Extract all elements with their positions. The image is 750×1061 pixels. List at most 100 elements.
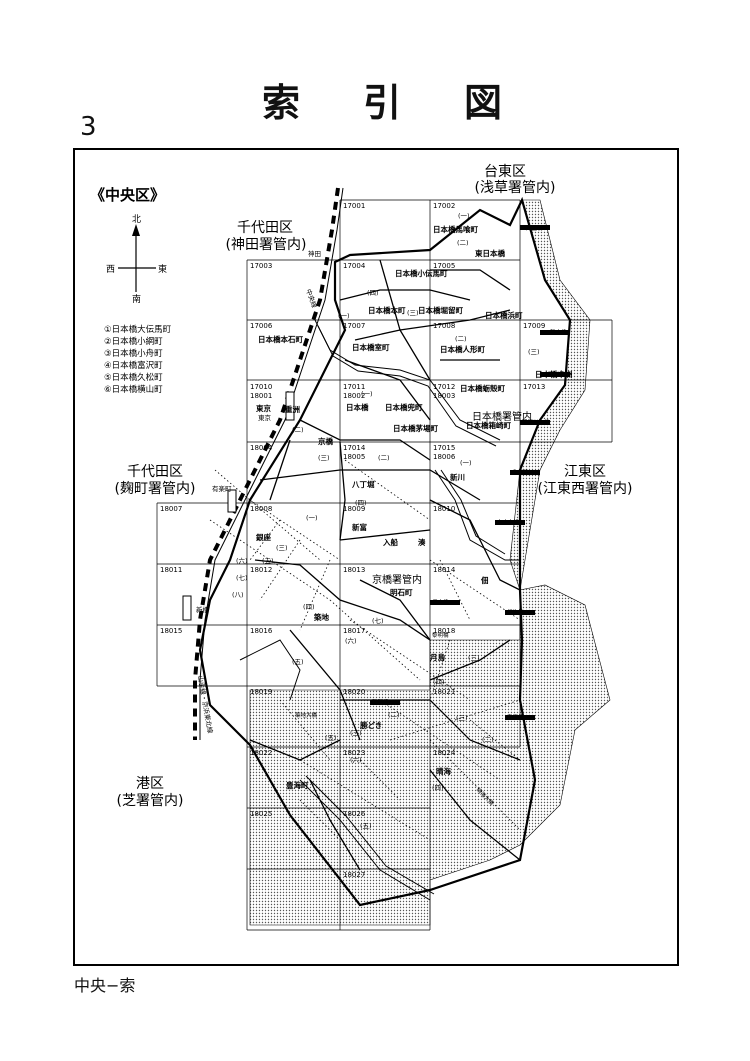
station-label: 新橋 [196, 605, 210, 614]
canal [239, 319, 520, 901]
compass-north: 北 [132, 214, 141, 225]
compass-west: 西 [106, 264, 115, 275]
neighbor-chiyoda-north-name: 千代田区 [237, 220, 293, 236]
ward-name: 《中央区》 [90, 186, 165, 204]
section-label: (三) [350, 729, 362, 737]
police-jurisdiction: 日本橋署管内 [472, 410, 532, 423]
station-label: 有楽町 [212, 484, 232, 493]
section-label: (三) [456, 714, 468, 722]
page-number: 3 [80, 112, 97, 142]
district-label: 日本橋 [346, 402, 369, 412]
grid-code: 18013 [343, 566, 365, 574]
legend-item: ②日本橋小網町 [104, 336, 163, 347]
section-label: (七) [236, 573, 248, 582]
line-label: 中央線 [304, 288, 319, 310]
district-label: 日本橋箱崎町 [466, 420, 511, 430]
district-label: 月島 [429, 652, 445, 662]
district-label: 湊 [418, 537, 426, 547]
compass-south: 南 [132, 293, 141, 305]
bridge-label: 隅田川大橋 [522, 418, 550, 426]
section-label: (二) [482, 736, 494, 744]
legend-item: ③日本橋小舟町 [104, 348, 163, 359]
grid-code: 17005 [433, 262, 455, 270]
district-label: 日本橋茅場町 [393, 423, 438, 433]
district-label: 日本橋馬喰町 [433, 224, 478, 234]
section-label: (三) [528, 348, 540, 356]
section-label: (六) [345, 636, 357, 645]
section-label: (七) [372, 616, 384, 625]
bridge-label: 新大橋 [550, 328, 567, 336]
bridge-label: 築地大橋 [295, 711, 318, 719]
grid-code: 18003 [433, 392, 455, 400]
section-label: (三) [407, 309, 419, 317]
section-label: (一) [306, 514, 318, 522]
compass-east: 東 [158, 263, 167, 275]
district-label: 新富 [352, 522, 367, 532]
district-label: 日本橋人形町 [440, 344, 485, 354]
section-label: (五) [325, 734, 337, 742]
bridge-label: 中央大橋 [497, 518, 520, 526]
grid-code: 18012 [250, 566, 272, 574]
section-label: (八) [232, 591, 244, 599]
section-label: (二) [388, 711, 400, 719]
neighbor-koto-police: (江東西署管内) [538, 481, 633, 497]
grid-code: 18001 [250, 392, 272, 400]
town-boundaries [249, 259, 521, 871]
grid-code: 18022 [250, 749, 272, 757]
section-label: (三) [276, 544, 288, 552]
grid-code: 18025 [250, 810, 272, 818]
bridge-label: 春海橋 [507, 713, 524, 721]
neighbor-minato-name: 港区 [136, 776, 164, 792]
bridge-label: 勝鬨橋 [372, 698, 389, 706]
legend-item: ⑤日本橋久松町 [104, 372, 163, 383]
section-label: (五) [360, 822, 372, 830]
section-label: (五) [292, 658, 304, 666]
station-label: 東京 [258, 413, 272, 422]
district-label: 晴海 [436, 766, 451, 776]
legend-item: ⑥日本橋横山町 [104, 384, 163, 395]
district-label: 日本橋蛎殻町 [460, 383, 505, 393]
district-label: 佃 [480, 575, 489, 585]
district-label: 日本橋本町 [368, 305, 406, 315]
section-label: (二) [457, 239, 469, 247]
legend-item: ④日本橋富沢町 [104, 360, 163, 371]
grid-code: 18021 [433, 688, 455, 696]
bridge-label: 両国橋 [526, 224, 543, 232]
grid-code: 17003 [250, 262, 272, 270]
grid-code: 17009 [523, 322, 545, 330]
section-label: (一) [361, 390, 373, 398]
section-label: (三) [468, 654, 480, 662]
section-label: (一) [460, 459, 472, 467]
neighbor-taito-police: (浅草署管内) [475, 180, 556, 196]
ward-boundary [198, 196, 572, 907]
section-label: (三) [318, 454, 330, 462]
neighbor-koto-name: 江東区 [564, 464, 606, 480]
grid-code: 17011 [343, 383, 365, 391]
district-label: 東日本橋 [475, 248, 505, 258]
bridge-label: 佃大橋 [432, 598, 449, 606]
district-label: 日本橋浜町 [485, 310, 523, 320]
grid-code: 17001 [343, 202, 365, 210]
grid-code: 18020 [343, 688, 365, 696]
grid-code: 18005 [343, 453, 365, 461]
section-label: (一) [458, 212, 470, 220]
district-label: 入船 [382, 537, 398, 547]
district-label: 銀座 [255, 532, 271, 542]
grid-code: 18006 [433, 453, 456, 461]
railway [182, 187, 344, 740]
grid-code: 18026 [343, 810, 366, 818]
neighbor-chiyoda-north-police: (神田署管内) [226, 237, 307, 253]
grid-code: 18024 [433, 749, 456, 757]
legend-item: ①日本橋大伝馬町 [104, 324, 172, 335]
section-label: (二) [378, 454, 390, 462]
grid-code: 17012 [433, 383, 455, 391]
section-label: (四) [433, 678, 445, 686]
grid-code: 18014 [433, 566, 456, 574]
grid-code: 17014 [343, 444, 366, 452]
grid-code: 18017 [343, 627, 365, 635]
compass-rose [118, 224, 156, 292]
grid-code: 18015 [160, 627, 182, 635]
grid-code: 18007 [160, 505, 182, 513]
page-footer: 中央−索 [74, 976, 136, 995]
